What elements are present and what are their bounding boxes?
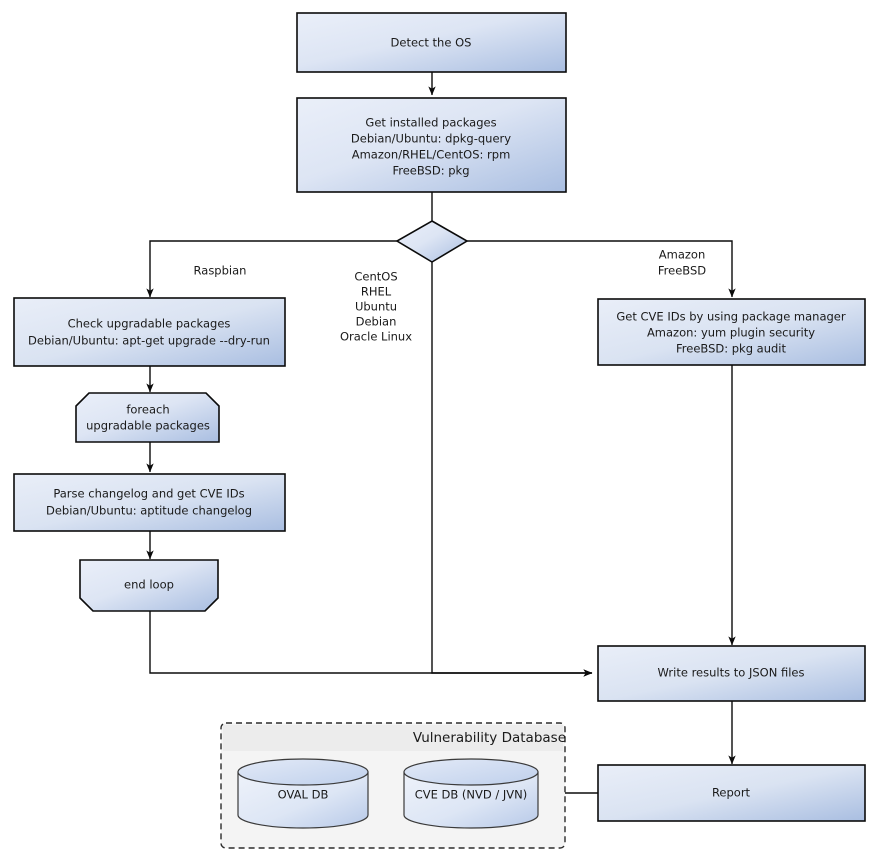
node-os-decision[interactable] <box>395 220 469 263</box>
edge-label-left-branch: Raspbian <box>194 264 247 278</box>
get-installed-packages-box[interactable] <box>296 97 567 193</box>
parse-changelog-line-1: Parse changelog and get CVE IDs <box>53 487 244 501</box>
foreach-line-1: foreach <box>126 403 169 417</box>
node-foreach-loop-start[interactable]: foreach upgradable packages <box>75 392 220 443</box>
edge-endloop-to-write <box>149 611 593 677</box>
edge-label-ubuntu: Ubuntu <box>355 300 397 314</box>
check-upgradable-line-2: Debian/Ubuntu: apt-get upgrade --dry-run <box>28 334 270 348</box>
edge-decision-center-to-write <box>431 262 593 677</box>
connector-layer <box>146 72 736 794</box>
get-cve-ids-box[interactable] <box>597 298 866 366</box>
cve-db-top <box>403 758 539 786</box>
oval-db-label: OVAL DB <box>278 788 329 802</box>
end-loop-box[interactable] <box>79 559 219 612</box>
node-write-results[interactable]: Write results to JSON files <box>597 645 866 702</box>
write-results-label: Write results to JSON files <box>658 666 805 680</box>
parse-changelog-line-2: Debian/Ubuntu: aptitude changelog <box>46 504 252 518</box>
node-get-installed-packages[interactable]: Get installed packages Debian/Ubuntu: dp… <box>296 97 567 193</box>
edge-label-raspbian: Raspbian <box>194 264 247 278</box>
os-decision-diamond[interactable] <box>395 220 469 263</box>
report-box[interactable] <box>597 764 866 822</box>
check-upgradable-box[interactable] <box>13 297 286 367</box>
write-results-box[interactable] <box>597 645 866 702</box>
get-installed-packages-line-2: Debian/Ubuntu: dpkg-query <box>351 132 511 146</box>
edge-label-centos: CentOS <box>354 270 397 284</box>
node-end-loop[interactable]: end loop <box>79 559 219 612</box>
foreach-line-2: upgradable packages <box>86 419 210 433</box>
node-report[interactable]: Report <box>597 764 866 822</box>
edge-decision-right-to-getcve <box>467 240 736 298</box>
report-label: Report <box>712 786 751 800</box>
node-parse-changelog[interactable]: Parse changelog and get CVE IDs Debian/U… <box>13 473 286 532</box>
detect-os-label: Detect the OS <box>391 36 472 50</box>
database-cylinder-oval: OVAL DB <box>237 758 369 829</box>
edge-label-oracle-linux: Oracle Linux <box>340 330 412 344</box>
get-cve-ids-line-3: FreeBSD: pkg audit <box>676 342 787 356</box>
parse-changelog-box[interactable] <box>13 473 286 532</box>
edge-decision-left-to-check <box>146 240 397 298</box>
cve-db-body <box>403 771 539 829</box>
foreach-box[interactable] <box>75 392 220 443</box>
cve-db-label: CVE DB (NVD / JVN) <box>415 788 528 802</box>
edge-label-freebsd: FreeBSD <box>658 264 706 278</box>
vulndb-group-title: Vulnerability Database <box>413 730 566 746</box>
vulndb-group-header-band <box>223 725 563 751</box>
edge-label-right-branch: Amazon FreeBSD <box>658 248 706 278</box>
node-get-cve-ids[interactable]: Get CVE IDs by using package manager Ama… <box>597 298 866 366</box>
get-installed-packages-line-3: Amazon/RHEL/CentOS: rpm <box>352 148 511 162</box>
detect-os-box[interactable] <box>296 12 567 73</box>
get-cve-ids-line-1: Get CVE IDs by using package manager <box>616 310 846 324</box>
database-cylinder-cve: CVE DB (NVD / JVN) <box>403 758 539 829</box>
check-upgradable-line-1: Check upgradable packages <box>68 317 231 331</box>
get-installed-packages-line-4: FreeBSD: pkg <box>392 164 469 178</box>
end-loop-label: end loop <box>124 578 174 592</box>
edge-label-center-branch: CentOS RHEL Ubuntu Debian Oracle Linux <box>340 270 412 344</box>
oval-db-body <box>237 771 369 829</box>
edge-label-rhel: RHEL <box>361 285 392 299</box>
get-cve-ids-line-2: Amazon: yum plugin security <box>647 326 815 340</box>
get-installed-packages-label: Get installed packages <box>365 116 496 130</box>
vulnerability-database-group: Vulnerability Database OVAL DB CVE DB (N… <box>220 722 566 849</box>
node-detect-os[interactable]: Detect the OS <box>296 12 567 73</box>
oval-db-top <box>237 758 369 786</box>
edge-label-amazon: Amazon <box>659 248 705 262</box>
node-check-upgradable-packages[interactable]: Check upgradable packages Debian/Ubuntu:… <box>13 297 286 367</box>
edge-label-debian: Debian <box>356 315 397 329</box>
